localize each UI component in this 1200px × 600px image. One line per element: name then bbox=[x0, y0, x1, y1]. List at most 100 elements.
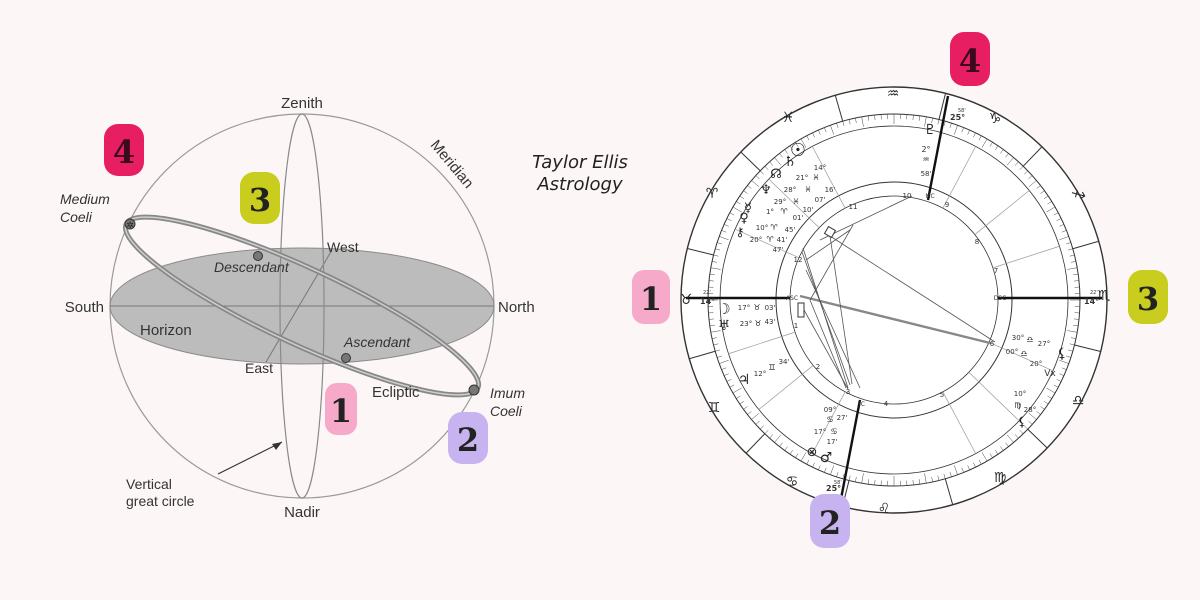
degree-tick bbox=[874, 479, 876, 486]
sat-min: 16' bbox=[825, 186, 836, 194]
house-cusp-line bbox=[988, 341, 1054, 372]
degree-tick bbox=[861, 116, 864, 127]
venus-glyph: ♀ bbox=[739, 211, 749, 226]
pluto-sign: ♒ bbox=[922, 155, 929, 164]
sphere-badge-4: 4 bbox=[104, 124, 144, 176]
degree-tick bbox=[912, 114, 914, 121]
house-5: 5 bbox=[940, 391, 944, 399]
degree-tick bbox=[760, 425, 764, 430]
degree-tick bbox=[989, 453, 993, 458]
vx-min: 20° bbox=[1030, 360, 1042, 368]
mc-deg: 25° bbox=[950, 113, 965, 122]
sun-glyph: ☉ bbox=[790, 140, 806, 161]
vertical-arrow-head bbox=[272, 442, 282, 450]
svg-text:2: 2 bbox=[819, 504, 841, 542]
mc-axis bbox=[926, 95, 950, 201]
degree-tick bbox=[1005, 153, 1009, 158]
degree-tick bbox=[830, 465, 835, 475]
degree-tick bbox=[1047, 201, 1052, 205]
degree-tick bbox=[779, 153, 783, 158]
degree-tick bbox=[818, 465, 821, 471]
wheel-inner-ring bbox=[789, 195, 999, 405]
house-cusp-line bbox=[992, 245, 1060, 269]
degree-tick bbox=[1000, 446, 1004, 451]
celestial-sphere-diagram: ✲ Zenith Nadir South North East West Mer… bbox=[60, 95, 535, 521]
degree-tick bbox=[713, 343, 719, 346]
degree-tick bbox=[1028, 175, 1033, 180]
degree-tick bbox=[751, 180, 760, 188]
for-deg: 09° bbox=[824, 406, 836, 414]
degree-tick bbox=[978, 459, 982, 465]
sign-divider bbox=[938, 93, 947, 120]
degree-tick bbox=[924, 116, 927, 127]
degree-tick bbox=[1024, 425, 1028, 430]
node-glyph: ☊ bbox=[770, 167, 782, 182]
svg-text:1: 1 bbox=[330, 392, 352, 430]
degree-tick bbox=[995, 449, 999, 455]
asc-deg: 14° bbox=[700, 297, 715, 306]
degree-tick bbox=[1028, 180, 1037, 188]
credit-text: Taylor Ellis Astrology bbox=[520, 152, 640, 196]
house-4: 4 bbox=[884, 400, 889, 408]
degree-tick bbox=[764, 430, 769, 434]
degree-tick bbox=[719, 236, 729, 241]
degree-tick bbox=[995, 145, 999, 151]
degree-tick bbox=[830, 125, 835, 135]
degree-tick bbox=[943, 473, 946, 479]
degree-tick bbox=[764, 166, 769, 170]
degree-tick bbox=[723, 373, 729, 376]
sphere-badge-2: 2 bbox=[448, 412, 488, 464]
sign-taurus: ♉ bbox=[680, 292, 693, 308]
wheel-badge-1: 1 bbox=[632, 270, 670, 324]
house-9: 9 bbox=[945, 201, 949, 209]
degree-tick bbox=[784, 149, 788, 154]
jup-min: 34' bbox=[779, 358, 790, 366]
ven-deg: 10° bbox=[756, 224, 768, 232]
degree-tick bbox=[1046, 206, 1056, 213]
degree-tick bbox=[973, 462, 976, 468]
ura-deg: 23° bbox=[740, 320, 752, 328]
mer-deg: 1° bbox=[766, 208, 774, 216]
degree-tick bbox=[1000, 149, 1004, 154]
degree-tick bbox=[912, 479, 914, 486]
degree-tick bbox=[774, 434, 782, 443]
west-label: West bbox=[327, 239, 359, 255]
meridian-label: Meridian bbox=[427, 137, 477, 192]
degree-tick bbox=[842, 473, 845, 479]
ic-label: IC bbox=[859, 401, 865, 408]
dsc-min: 22' bbox=[1090, 290, 1098, 296]
degree-tick bbox=[855, 476, 857, 482]
degree-tick bbox=[784, 446, 788, 451]
sign-gemini: ♊ bbox=[708, 400, 721, 416]
moon-deg: 17° bbox=[738, 304, 750, 312]
degree-tick bbox=[709, 273, 715, 276]
pluto-glyph: ♇ bbox=[924, 122, 937, 138]
wheel-badge-2: 2 bbox=[810, 494, 850, 548]
degree-tick bbox=[943, 121, 946, 127]
ascendant-label: Ascendant bbox=[343, 334, 411, 350]
mercury-glyph: ☿ bbox=[744, 201, 752, 216]
sign-cancer: ♋ bbox=[786, 474, 799, 490]
degree-tick bbox=[1006, 157, 1014, 166]
degree-tick bbox=[842, 121, 845, 127]
degree-tick bbox=[1040, 406, 1045, 410]
degree-tick bbox=[769, 161, 774, 166]
house-cusp-line bbox=[734, 228, 800, 259]
degree-tick bbox=[1036, 185, 1041, 189]
degree-tick bbox=[729, 384, 735, 388]
pluto-deg: 2° bbox=[921, 145, 930, 154]
degree-tick bbox=[795, 453, 799, 458]
credit-line-1: Taylor Ellis bbox=[532, 152, 628, 173]
degree-tick bbox=[736, 395, 741, 399]
pluto-min: 58' bbox=[921, 170, 932, 178]
moon-glyph: ☽ bbox=[717, 300, 730, 318]
house-cusp-line bbox=[812, 146, 846, 209]
degree-tick bbox=[1043, 401, 1049, 405]
mer-sign: ♈ bbox=[780, 207, 787, 216]
degree-tick bbox=[1066, 242, 1071, 245]
house-12: 12 bbox=[794, 256, 803, 264]
house-8: 8 bbox=[975, 238, 979, 246]
degree-tick bbox=[723, 224, 729, 227]
house-6: 6 bbox=[990, 340, 995, 348]
